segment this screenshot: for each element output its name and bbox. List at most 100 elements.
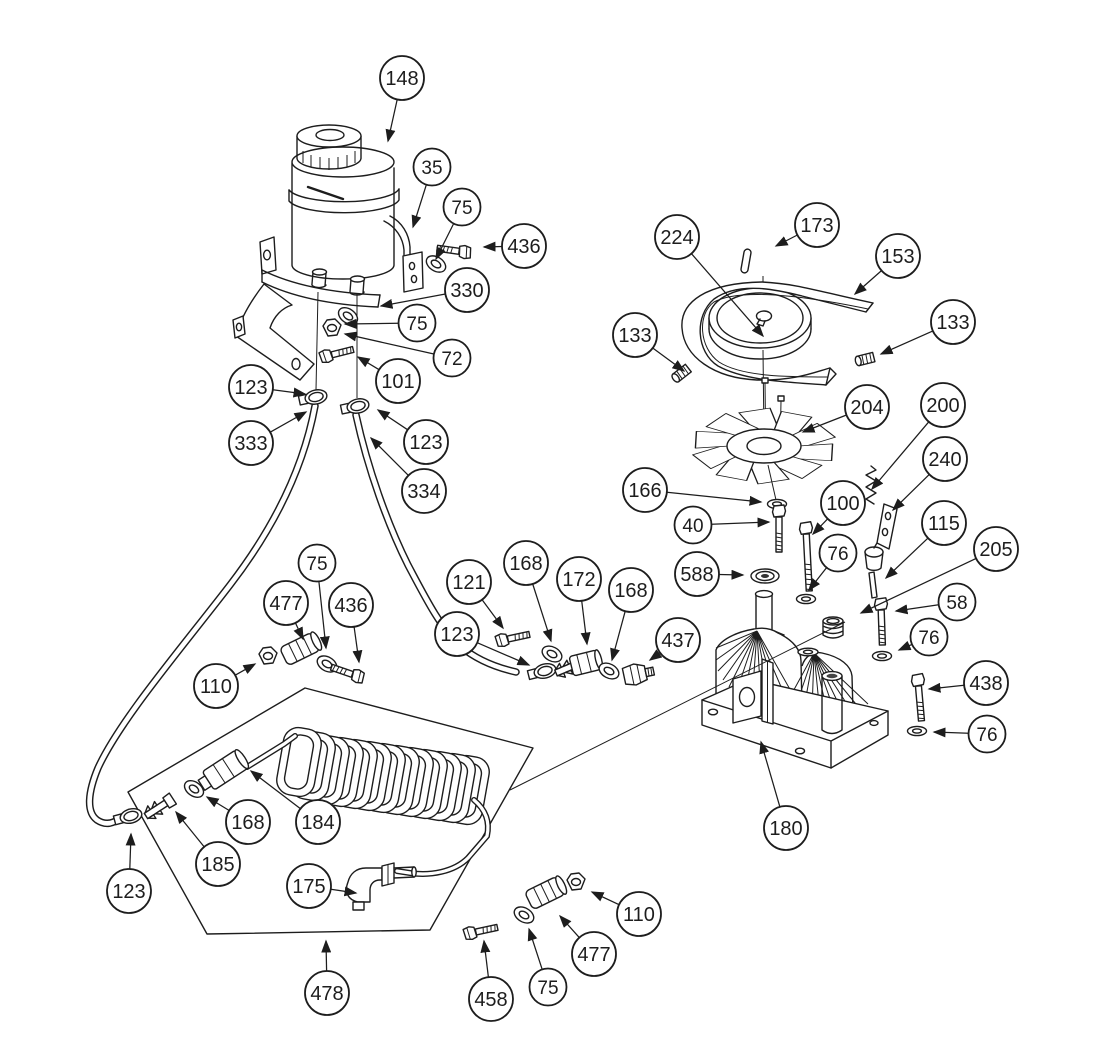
part-callout-76: 76 — [897, 617, 949, 657]
leader-line — [272, 387, 307, 398]
part-callout-185: 185 — [175, 810, 241, 887]
fitting-172 — [568, 648, 605, 677]
callout-balloon — [501, 223, 547, 269]
leader-line — [476, 642, 531, 666]
washer-76-c — [906, 725, 928, 737]
part-callout-224: 224 — [654, 214, 764, 338]
callout-balloon — [228, 364, 274, 410]
part-callout-121: 121 — [446, 559, 504, 630]
bolt-121 — [494, 627, 532, 649]
clamp-assembly-left — [258, 629, 367, 686]
callout-label: 204 — [850, 397, 883, 419]
part-callout-133: 133 — [612, 312, 686, 372]
part-callout-458: 458 — [468, 939, 514, 1022]
callout-balloon — [468, 976, 514, 1022]
callout-balloon — [967, 714, 1007, 754]
callout-balloon — [401, 468, 447, 514]
callout-label: 40 — [682, 516, 703, 537]
callout-label: 153 — [881, 246, 914, 268]
bolt-40 — [771, 504, 787, 553]
clamp-123-right — [339, 396, 371, 418]
part-callout-40: 40 — [673, 505, 771, 545]
part-callout-204: 204 — [801, 384, 890, 433]
callout-label: 185 — [201, 854, 234, 876]
washer-76-a — [795, 593, 817, 605]
callout-balloon — [263, 580, 309, 626]
nut-72 — [322, 318, 342, 337]
part-callout-72: 72 — [343, 331, 472, 378]
bolt-101 — [317, 342, 356, 365]
part-callout-75: 75 — [343, 303, 437, 343]
part-callout-175: 175 — [286, 863, 358, 909]
callout-balloon — [304, 970, 350, 1016]
part-callout-75: 75 — [435, 187, 482, 261]
part-callout-110: 110 — [193, 663, 257, 709]
leader-line — [879, 330, 934, 355]
leader-line — [559, 914, 580, 939]
leader-line — [927, 682, 965, 693]
reservoir-cap — [296, 124, 362, 170]
spacer-133-right — [853, 351, 876, 367]
part-callout-436: 436 — [328, 582, 374, 664]
part-callout-477: 477 — [559, 914, 617, 977]
callout-label: 110 — [623, 904, 655, 926]
leader-line — [532, 583, 553, 643]
clamp-477-bottom — [523, 873, 570, 911]
leader-line — [853, 270, 882, 295]
callout-balloon — [375, 358, 421, 404]
part-callout-166: 166 — [622, 467, 763, 513]
callout-balloon — [674, 551, 720, 597]
callout-label: 477 — [577, 944, 610, 966]
callout-balloon — [295, 799, 341, 845]
leader-line — [480, 939, 491, 978]
callout-label: 436 — [334, 595, 367, 617]
part-callout-168: 168 — [608, 567, 654, 662]
reservoir-strap — [383, 215, 424, 293]
part-callout-180: 180 — [759, 740, 809, 851]
callout-label: 478 — [310, 983, 343, 1005]
callout-label: 75 — [406, 314, 427, 335]
callout-label: 180 — [769, 818, 802, 840]
callout-label: 148 — [385, 68, 418, 90]
callout-label: 72 — [441, 349, 462, 370]
callout-label: 75 — [451, 198, 472, 219]
callout-balloon — [622, 467, 668, 513]
callout-balloon — [922, 436, 968, 482]
callout-balloon — [973, 526, 1019, 572]
callout-label: 588 — [680, 564, 713, 586]
callout-label: 76 — [976, 725, 997, 746]
leader-line — [894, 604, 939, 615]
leader-line — [343, 318, 399, 329]
leader-line — [411, 184, 427, 229]
callout-balloon — [920, 382, 966, 428]
leader-line — [610, 611, 626, 662]
callout-label: 438 — [969, 673, 1002, 695]
leader-line — [376, 409, 409, 431]
reservoir-assembly — [85, 124, 520, 828]
leader-line — [343, 331, 435, 355]
callout-balloon — [930, 299, 976, 345]
callout-label: 168 — [509, 553, 542, 575]
callout-balloon — [228, 420, 274, 466]
part-callout-148: 148 — [379, 55, 425, 143]
part-callout-115: 115 — [884, 500, 967, 580]
callout-label: 224 — [660, 227, 693, 249]
fan-shaft-line — [767, 464, 777, 501]
part-callout-133: 133 — [879, 299, 976, 355]
part-callout-35: 35 — [411, 147, 452, 229]
panel-to-pump-line — [509, 621, 846, 791]
part-callout-75: 75 — [527, 927, 568, 1007]
callout-label: 123 — [234, 377, 267, 399]
leader-line — [269, 411, 308, 433]
bushing-205 — [822, 616, 844, 639]
leader-line — [379, 293, 446, 309]
callout-balloon — [193, 663, 239, 709]
callout-balloon — [875, 233, 921, 279]
callout-balloon — [612, 312, 658, 358]
callout-balloon — [963, 660, 1009, 706]
pump-body-180 — [701, 589, 889, 769]
leader-line — [884, 537, 929, 580]
callout-balloon — [608, 567, 654, 613]
bypass-rod-115 — [868, 571, 878, 599]
fan-bolt-head-1 — [761, 377, 769, 384]
